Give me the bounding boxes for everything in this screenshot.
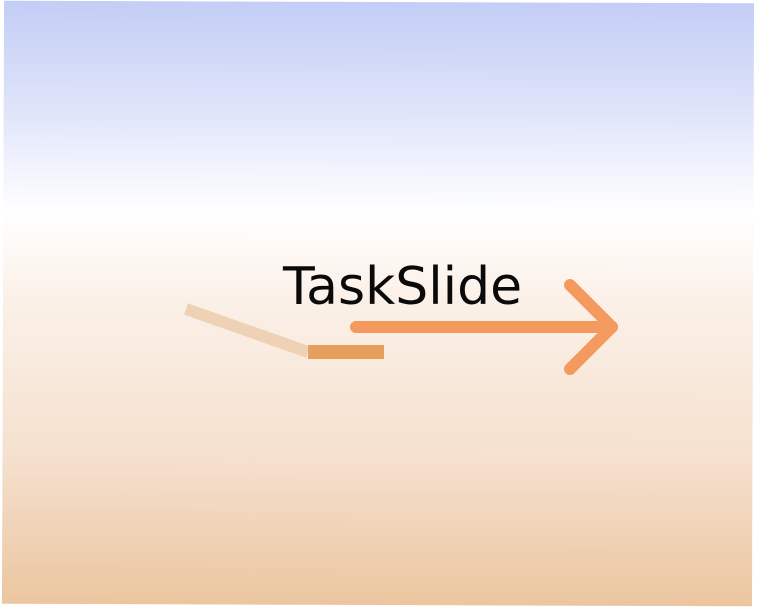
right-arrow-icon <box>350 279 618 375</box>
app-wordmark: TaskSlide <box>282 257 522 317</box>
motion-dash <box>308 345 384 359</box>
motion-trail-icon <box>184 303 310 358</box>
